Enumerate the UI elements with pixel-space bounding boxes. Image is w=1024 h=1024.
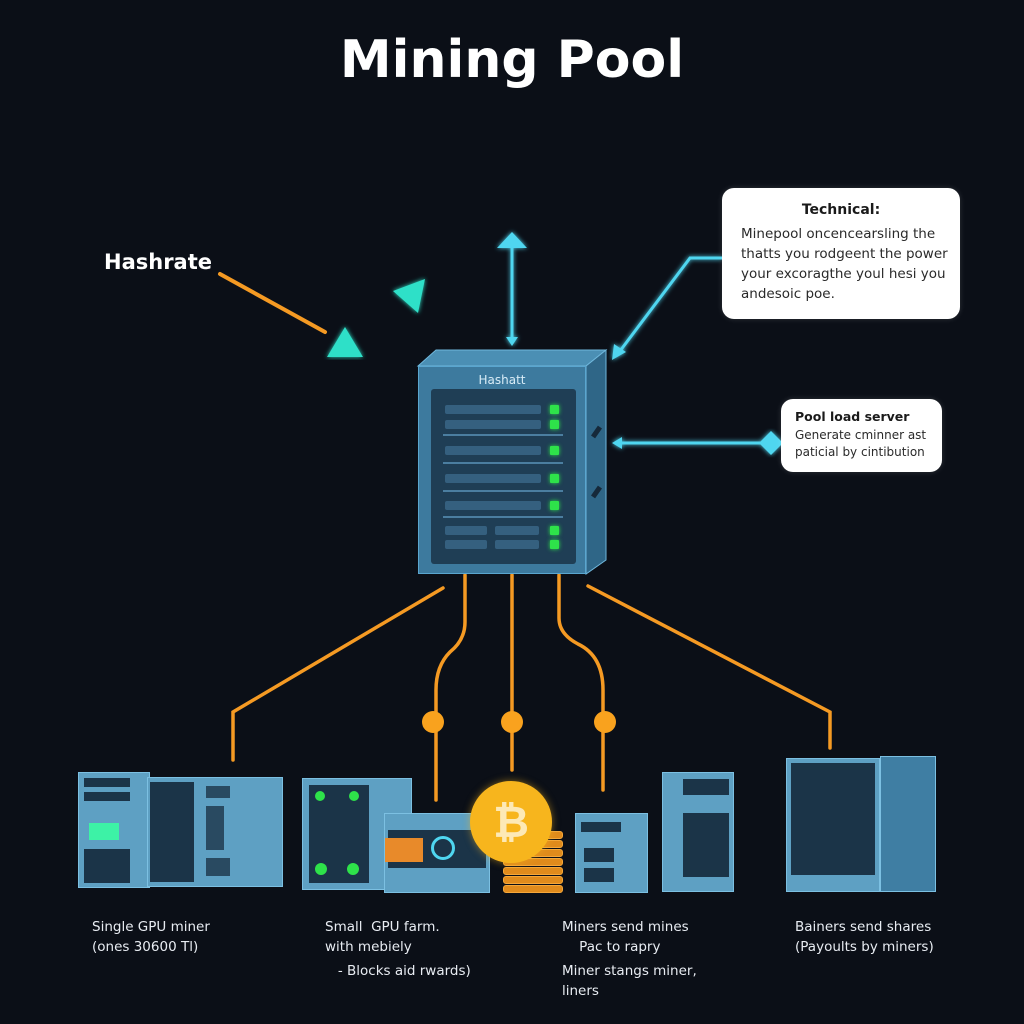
status-led-icon <box>550 405 559 414</box>
drive-bay <box>584 868 614 882</box>
status-led-icon <box>550 446 559 455</box>
pool-server-callout: Pool load server Generate cminner ast pa… <box>781 399 942 472</box>
pool-server-connector-arrow <box>612 431 783 455</box>
caption-single-gpu-miner: Single GPU miner (ones 30600 Tl) <box>92 917 210 957</box>
drive-bay <box>84 792 130 801</box>
fan-vent <box>206 786 230 798</box>
status-led-icon <box>315 791 325 801</box>
small-miner-device <box>575 813 648 893</box>
pool-server-callout-body: Generate cminner ast paticial by cintibu… <box>781 424 942 461</box>
divider <box>443 490 563 492</box>
hashrate-triangle-icon <box>327 327 363 357</box>
server-side-face <box>585 348 607 575</box>
caption-line: Small GPU farm. <box>325 919 440 935</box>
status-led-icon <box>550 420 559 429</box>
fan-vent <box>206 858 230 876</box>
status-led-icon <box>550 474 559 483</box>
technical-line: andesoic poe. <box>741 286 835 302</box>
drive-slot <box>445 446 541 455</box>
coin-stack <box>503 876 563 884</box>
drive-slot <box>495 540 539 549</box>
drive-slot <box>445 540 487 549</box>
technical-connector-arrow <box>612 256 722 360</box>
tower-miner-device <box>662 772 734 892</box>
wire-to-single-gpu <box>231 586 445 762</box>
caption-line: with mebiely <box>325 939 412 955</box>
floating-triangle-icon <box>393 279 425 313</box>
screen-indicator <box>89 823 119 840</box>
server-label: Hashatt <box>478 373 526 387</box>
mining-rig <box>384 813 490 893</box>
divider <box>443 434 563 436</box>
pool-server-callout-heading: Pool load server <box>795 409 910 424</box>
technical-callout: Technical: Minepool oncencearsling the t… <box>722 188 960 319</box>
divider <box>443 462 563 464</box>
cabinet-body <box>786 758 880 892</box>
coin-stack <box>503 885 563 893</box>
caption-line: (Payoults by miners) <box>795 939 934 955</box>
drive-slot <box>495 526 539 535</box>
drive-slot <box>445 405 541 414</box>
caption-line: Single GPU miner <box>92 919 210 935</box>
status-led-icon <box>550 540 559 549</box>
cabinet-interior <box>791 763 875 875</box>
wire-node <box>422 711 444 733</box>
rig-module <box>385 838 423 862</box>
bitcoin-icon: ₿ <box>470 781 552 863</box>
gpu-case <box>147 777 283 887</box>
status-led-icon <box>315 863 327 875</box>
status-led-icon <box>550 501 559 510</box>
fan-icon <box>431 836 455 860</box>
cabinet-door <box>880 756 936 892</box>
caption-line: liners <box>562 983 599 999</box>
pool-server-line: paticial by cintibution <box>795 445 925 459</box>
caption-line: Pac to rapry <box>562 939 661 955</box>
wire-node <box>594 711 616 733</box>
wire-to-small-miner <box>557 573 605 792</box>
caption-line: Miner stangs miner, <box>562 963 697 979</box>
coin-stack <box>503 867 563 875</box>
status-led-icon <box>349 791 359 801</box>
drive-bay <box>683 779 729 795</box>
status-led-icon <box>347 863 359 875</box>
drive-slot <box>445 420 541 429</box>
gpu-window <box>150 782 194 882</box>
caption-line: (ones 30600 Tl) <box>92 939 199 955</box>
drive-bay <box>84 778 130 787</box>
tower-window <box>683 813 729 877</box>
technical-callout-heading: Technical: <box>801 202 881 218</box>
caption-line: - Blocks aid rwards) <box>325 963 471 979</box>
caption-small-gpu-farm: Small GPU farm. with mebiely - Blocks aid… <box>325 917 471 981</box>
wire-node <box>501 711 523 733</box>
technical-line: thatts you rodgeent the power <box>741 246 948 262</box>
hashrate-wire <box>218 272 327 334</box>
up-down-arrow-icon <box>497 232 527 346</box>
drive-slot <box>445 474 541 483</box>
server-top-face <box>416 349 608 367</box>
caption-line: Miners send mines <box>562 919 689 935</box>
fan-vent <box>206 806 224 850</box>
caption-miners-send-shares: Bainers send shares (Payoults by miners) <box>795 917 934 957</box>
front-panel <box>84 849 130 883</box>
pool-server: Hashatt <box>418 366 586 574</box>
drive-bay <box>584 848 614 862</box>
pool-server-line: Generate cminner ast <box>795 428 927 442</box>
technical-line: Minepool oncencearsling the <box>741 226 936 242</box>
status-led-icon <box>550 526 559 535</box>
wire-to-gpu-farm <box>434 573 467 802</box>
technical-callout-body: Minepool oncencearsling the thatts you r… <box>722 218 960 304</box>
pc-tower <box>78 772 150 888</box>
divider <box>443 516 563 518</box>
page-title: Mining Pool <box>339 30 685 90</box>
hashrate-label: Hashrate <box>104 250 213 274</box>
wire-to-cabinet <box>586 584 832 750</box>
drive-bay <box>581 822 621 832</box>
drive-slot <box>445 526 487 535</box>
drive-slot <box>445 501 541 510</box>
caption-line: Bainers send shares <box>795 919 932 935</box>
server-rack <box>431 389 576 564</box>
technical-line: your excoragthe youl hesi you <box>741 266 946 282</box>
